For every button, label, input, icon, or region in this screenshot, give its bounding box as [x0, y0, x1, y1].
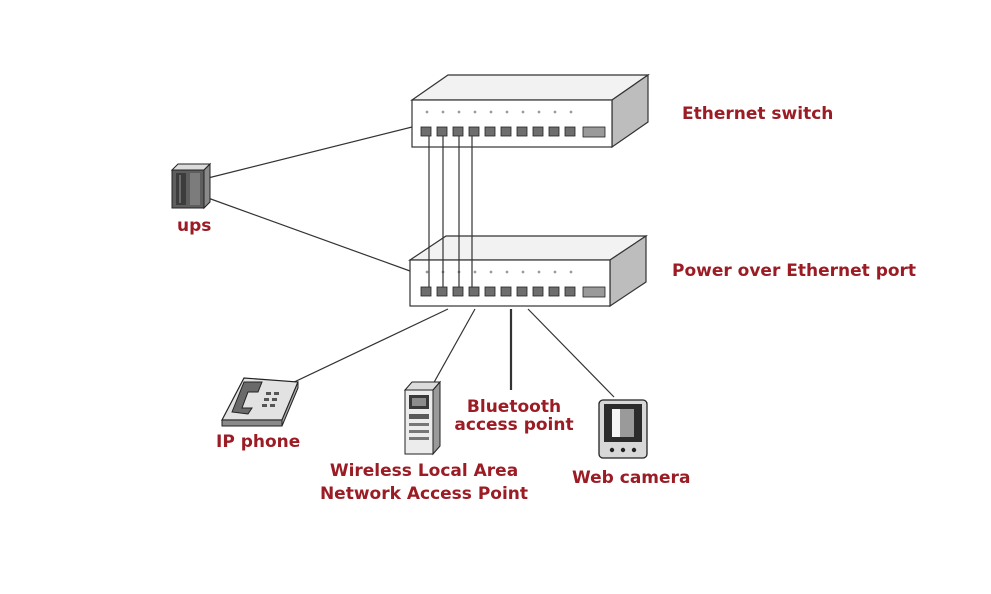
label-bluetooth-line1: Bluetooth — [466, 397, 562, 417]
ip-phone-icon — [221, 377, 299, 427]
access-point-icon — [403, 380, 442, 456]
ups-icon — [170, 162, 212, 210]
switch-ports — [420, 126, 576, 137]
connections — [207, 126, 615, 398]
label-ups: ups — [177, 216, 212, 236]
label-wlan-line1: Wireless Local Area — [329, 461, 519, 481]
label-ethernet-switch: Ethernet switch — [682, 104, 834, 124]
label-bluetooth-line2: access point — [454, 415, 574, 435]
label-ip-phone: IP phone — [216, 432, 301, 452]
label-wlan-access-point: Wireless Local Area Network Access Point — [318, 462, 530, 503]
ethernet-switch — [410, 73, 650, 149]
poe-switch — [408, 234, 648, 308]
label-bluetooth-access-point: Bluetooth access point — [452, 398, 576, 434]
label-poe-port: Power over Ethernet port — [672, 261, 917, 281]
label-wlan-line2: Network Access Point — [319, 484, 529, 504]
label-web-camera: Web camera — [572, 468, 691, 488]
poe-switch-ports — [420, 286, 576, 297]
web-camera-icon — [598, 399, 648, 459]
